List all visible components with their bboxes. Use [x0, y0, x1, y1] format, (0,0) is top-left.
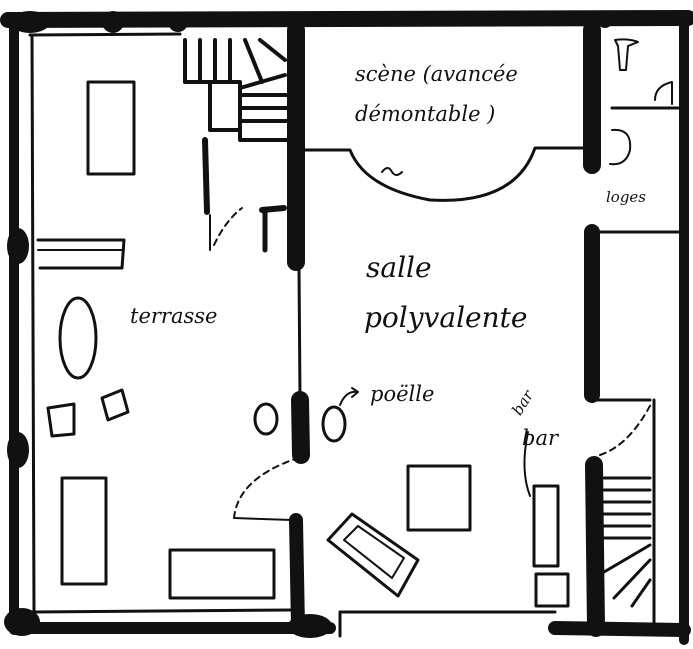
staircase-top — [183, 38, 292, 142]
terrasse-chair-1 — [46, 402, 76, 438]
poele-right — [321, 405, 347, 443]
entry-sill — [233, 517, 293, 521]
salle-table — [406, 464, 472, 532]
central-wall-bottom — [289, 513, 305, 635]
stub-wall-cap — [259, 205, 287, 213]
bar-label: bar — [522, 426, 559, 450]
bar-arrow — [523, 431, 531, 497]
stage-label-line1: scène (avancée — [355, 62, 518, 86]
toilet-fixture — [614, 38, 639, 71]
stage-mark — [381, 167, 403, 176]
sink-fixture — [654, 81, 673, 105]
terrasse-chair-2 — [100, 388, 130, 422]
staircase-bottom — [602, 476, 652, 608]
terrasse-bench-bottom — [168, 548, 276, 600]
bar-counter — [532, 484, 560, 568]
salle-sofa-inner — [343, 525, 405, 579]
right-stair-wall — [585, 456, 605, 637]
door-swing-bar — [599, 401, 653, 456]
shower-fixture — [609, 128, 632, 166]
stub-wall-left — [202, 137, 210, 215]
terrasse-table-bottom — [60, 476, 108, 586]
terrasse-label: terrasse — [130, 304, 218, 328]
stage-label-line2: démontable ) — [355, 102, 496, 126]
central-wall-thin — [297, 266, 302, 400]
poele-left — [253, 402, 279, 436]
bar-stool — [534, 572, 570, 608]
inner-wall-top — [28, 32, 182, 37]
door-swing-entry — [233, 457, 299, 519]
poele-label: poëlle — [370, 382, 435, 406]
stage-edge — [303, 146, 587, 202]
inner-wall-bottom-left — [32, 608, 292, 614]
terrasse-round-table — [58, 296, 98, 380]
door-swing-top — [213, 207, 243, 246]
salle-sofa — [326, 512, 420, 598]
outer-wall-bottom-right — [548, 621, 691, 637]
poele-arrow — [339, 387, 359, 406]
central-wall-lower — [291, 391, 310, 464]
terrasse-table-top — [86, 80, 136, 176]
salle-label-line2: polyvalente — [364, 301, 528, 334]
salle-label-line1: salle — [366, 251, 432, 284]
terrasse-bench — [36, 238, 126, 270]
loges-label: loges — [606, 188, 647, 206]
inner-wall-left — [30, 33, 36, 614]
